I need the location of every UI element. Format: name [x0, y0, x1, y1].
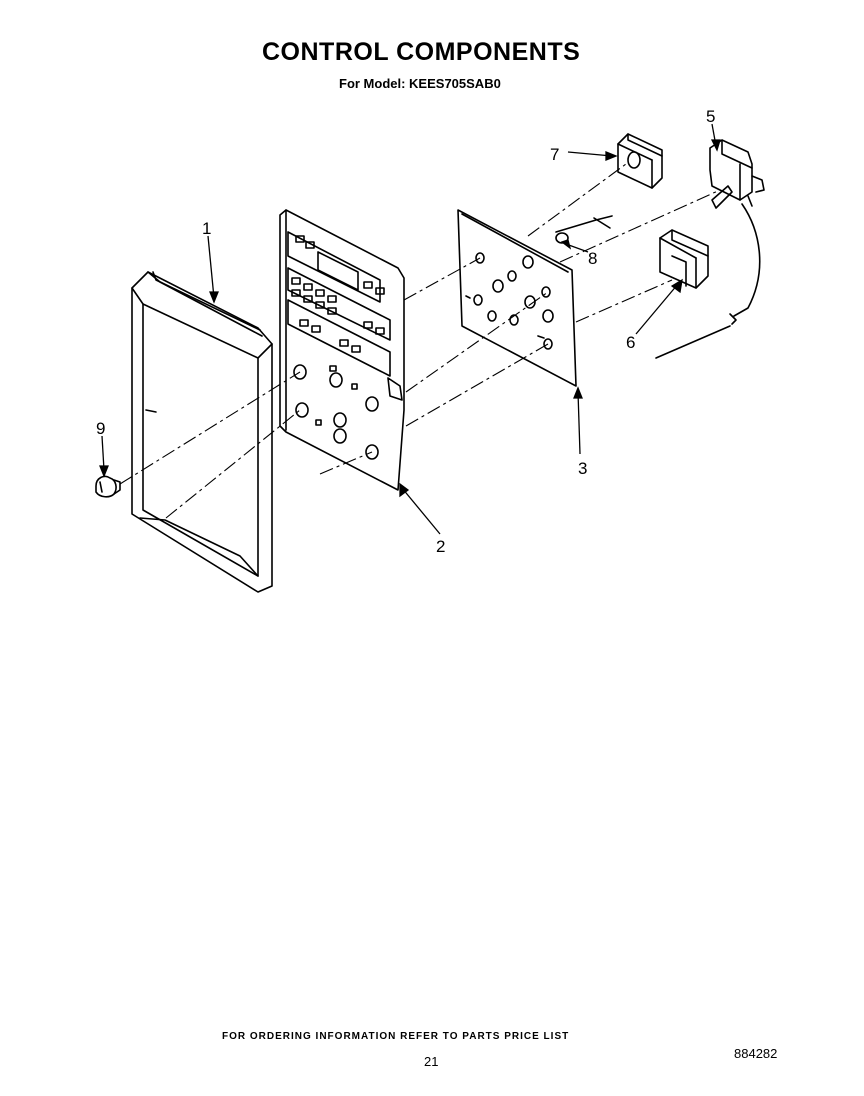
alignment-lines — [119, 163, 721, 519]
leader-lines — [99, 123, 721, 535]
callout-6: 6 — [626, 333, 635, 352]
part-2-control-panel — [279, 209, 405, 491]
part-1-frame — [131, 271, 273, 593]
part-9-knob — [95, 475, 121, 498]
harness-wire — [655, 203, 761, 359]
callout-7: 7 — [550, 145, 559, 164]
model-line: For Model: KEES705SAB0 — [339, 76, 501, 91]
callout-2: 2 — [436, 537, 445, 556]
part-3-circuit-board — [457, 209, 577, 387]
part-8-lead — [555, 215, 613, 244]
callout-8: 8 — [588, 249, 597, 268]
document-number: 884282 — [734, 1046, 778, 1061]
part-6-connector — [659, 229, 709, 289]
callout-1: 1 — [202, 219, 211, 238]
callout-9: 9 — [96, 419, 105, 438]
part-5-switch — [709, 139, 765, 209]
callout-3: 3 — [578, 459, 587, 478]
page-title: CONTROL COMPONENTS — [262, 38, 581, 66]
ordering-note: FOR ORDERING INFORMATION REFER TO PARTS … — [222, 1031, 570, 1042]
page-number: 21 — [424, 1054, 439, 1069]
part-7-relay — [617, 133, 663, 189]
callout-5: 5 — [706, 107, 715, 126]
